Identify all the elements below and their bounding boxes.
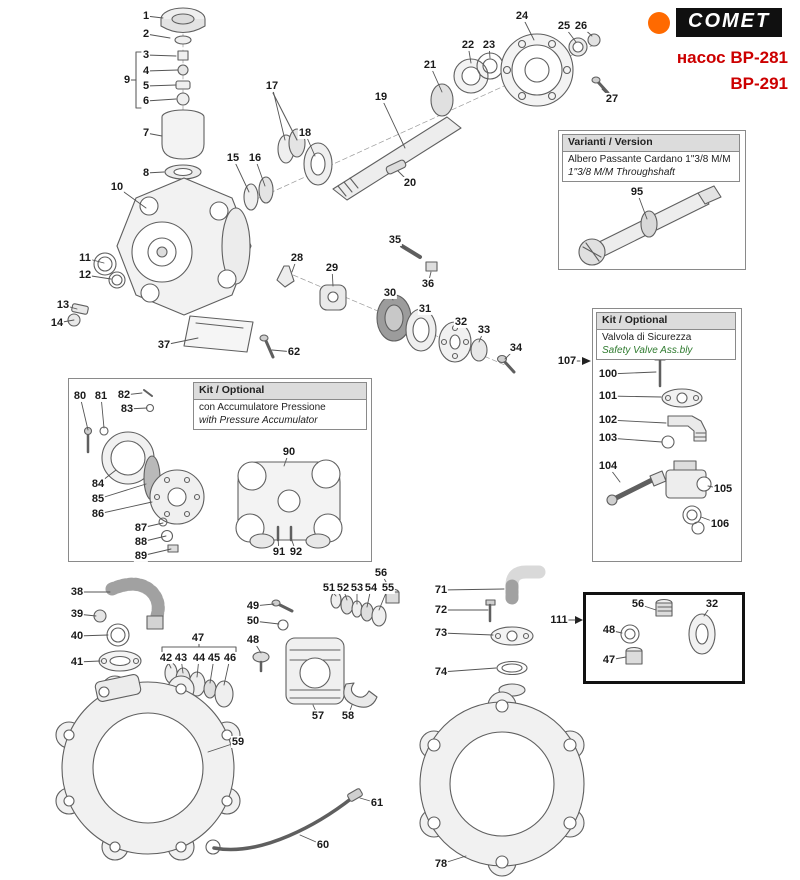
left-flange-art — [55, 674, 363, 861]
diaphragm-cluster-art — [276, 244, 516, 374]
kit-box-contents-art — [575, 598, 716, 665]
accumulator-kit-header: Kit / Optional con Accumulatore Pression… — [193, 382, 367, 430]
accumulator-kit-box: Kit / Optional con Accumulatore Pression… — [68, 378, 372, 562]
varianti-line2: 1"3/8 M/M Throughshaft — [568, 166, 675, 178]
safety-valve-kit-header: Kit / Optional Valvola di Sicurezza Safe… — [596, 312, 736, 360]
accumulator-kit-title: Kit / Optional — [194, 383, 366, 400]
right-flange-art — [419, 565, 585, 877]
brand-wordmark: COMET — [676, 8, 783, 37]
varianti-line1: Albero Passante Cardano 1"3/8 M/M — [568, 153, 731, 165]
varianti-version-box: Varianti / Version Albero Passante Carda… — [558, 130, 746, 270]
throughshaft-art — [578, 185, 722, 266]
safety-valve-kit-title: Kit / Optional — [597, 313, 735, 330]
pump-model-line1: насос BP-281 — [676, 48, 788, 67]
kit-111-box — [583, 592, 745, 684]
pump-model-line2: BP-291 — [730, 74, 788, 93]
safety-valve-kit-line2: Safety Valve Ass.bly — [602, 344, 693, 356]
pump-housing-art — [67, 177, 275, 359]
safety-valve-kit-line1: Valvola di Sicurezza — [602, 331, 692, 343]
safety-valve-kit-box: Kit / Optional Valvola di Sicurezza Safe… — [592, 308, 742, 562]
shaft-assembly-art — [243, 33, 610, 211]
valve-stack-art — [135, 7, 206, 180]
suction-assembly-art — [93, 577, 400, 708]
comet-logo: COMET — [648, 8, 783, 37]
varianti-version-header: Varianti / Version Albero Passante Carda… — [562, 134, 740, 182]
varianti-title: Varianti / Version — [563, 135, 739, 152]
accumulator-kit-line1: con Accumulatore Pressione — [199, 401, 326, 413]
accumulator-kit-art — [83, 389, 343, 553]
safety-valve-kit-art — [582, 354, 712, 535]
brand-dot-icon — [648, 11, 670, 34]
accumulator-kit-line2: with Pressure Accumulator — [199, 414, 318, 426]
